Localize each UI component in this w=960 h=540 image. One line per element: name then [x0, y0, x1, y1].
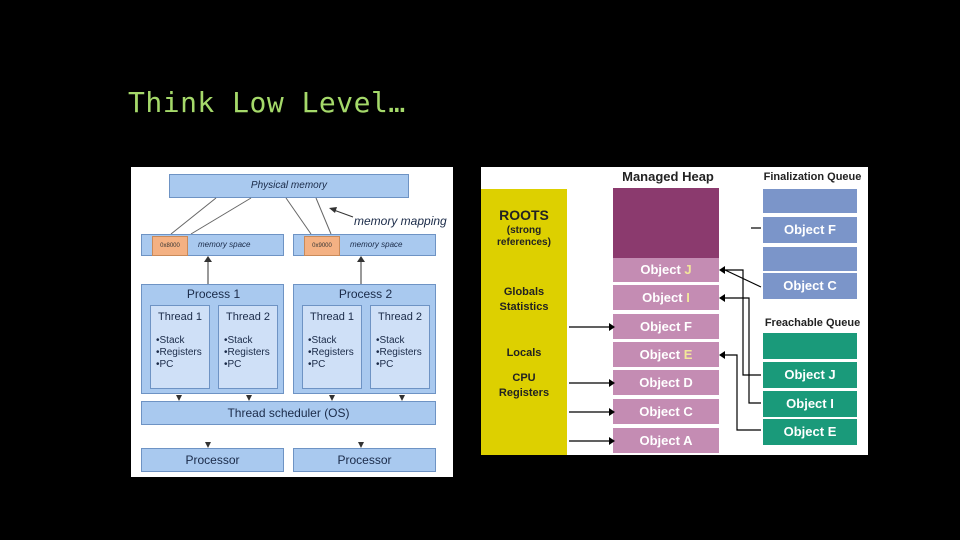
thread-label: Thread 1: [157, 311, 203, 323]
freachable-slot: [763, 333, 857, 359]
process-1-box: Process 1 Thread 1 •Stack •Registers •PC…: [141, 284, 284, 394]
heap-object-i: Object I: [613, 285, 719, 310]
processor-box: Processor: [293, 448, 436, 472]
heap-object-a: Object A: [613, 428, 719, 453]
mapping-lines: [170, 197, 405, 448]
thread-scheduler-box: Thread scheduler (OS): [141, 401, 436, 425]
thread-label: Thread 2: [225, 311, 271, 323]
freachable-object-i: Object I: [763, 391, 857, 417]
finalization-slot: [763, 189, 857, 213]
process-memory-diagram: Physical memory memory mapping 0x8000 me…: [131, 167, 453, 477]
finalization-object-f: Object F: [763, 217, 857, 243]
thread-item: •Stack: [156, 335, 185, 346]
thread-item: •Registers: [156, 347, 202, 358]
managed-heap-title: Managed Heap: [622, 169, 714, 184]
slide-title: Think Low Level…: [128, 86, 406, 119]
address-label: 0x8000: [152, 236, 188, 256]
globals-label: Globals Statistics: [499, 286, 549, 313]
thread-item: •Registers: [224, 347, 270, 358]
thread-box: Thread 2 •Stack •Registers •PC: [218, 305, 278, 389]
physical-memory-box: Physical memory: [169, 174, 409, 198]
reference-arrows: [569, 227, 762, 445]
thread-box: Thread 2 •Stack •Registers •PC: [370, 305, 430, 389]
processor-box: Processor: [141, 448, 284, 472]
memory-space-2: 0x9000 memory space: [293, 234, 436, 256]
thread-item: •PC: [156, 359, 174, 370]
roots-subtitle: (strong references): [497, 225, 551, 248]
process-2-box: Process 2 Thread 1 •Stack •Registers •PC…: [293, 284, 436, 394]
finalization-slot: [763, 247, 857, 271]
heap-object-e: Object E: [613, 342, 719, 367]
process-label: Process 2: [338, 287, 393, 301]
thread-label: Thread 1: [309, 311, 355, 323]
thread-item: •Stack: [224, 335, 253, 346]
heap-object-c: Object C: [613, 399, 719, 424]
heap-object-f: Object F: [613, 314, 719, 339]
heap-free-space: [613, 188, 719, 258]
thread-item: •PC: [376, 359, 394, 370]
roots-title: ROOTS: [499, 207, 549, 223]
locals-label: Locals: [506, 347, 542, 359]
freachable-queue-title: Freachable Queue: [764, 317, 861, 329]
address-label: 0x9000: [304, 236, 340, 256]
thread-item: •Stack: [376, 335, 405, 346]
freachable-object-j: Object J: [763, 362, 857, 388]
finalization-queue-title: Finalization Queue: [763, 171, 862, 183]
roots-panel: ROOTS (strong references) Globals Statis…: [481, 189, 567, 455]
thread-label: Thread 2: [377, 311, 423, 323]
thread-item: •Registers: [308, 347, 354, 358]
memory-space-label: memory space: [198, 240, 251, 249]
thread-box: Thread 1 •Stack •Registers •PC: [302, 305, 362, 389]
heap-object-d: Object D: [613, 370, 719, 395]
thread-item: •Registers: [376, 347, 422, 358]
heap-object-j: Object J: [613, 258, 719, 282]
freachable-object-e: Object E: [763, 419, 857, 445]
cpu-registers-label: CPU Registers: [498, 372, 550, 399]
thread-box: Thread 1 •Stack •Registers •PC: [150, 305, 210, 389]
memory-mapping-label: memory mapping: [354, 214, 447, 228]
thread-item: •PC: [224, 359, 242, 370]
process-label: Process 1: [186, 287, 241, 301]
thread-item: •Stack: [308, 335, 337, 346]
memory-space-1: 0x8000 memory space: [141, 234, 284, 256]
thread-item: •PC: [308, 359, 326, 370]
memory-space-label: memory space: [350, 240, 403, 249]
finalization-object-c: Object C: [763, 273, 857, 299]
gc-heap-diagram: ROOTS (strong references) Globals Statis…: [481, 167, 868, 455]
